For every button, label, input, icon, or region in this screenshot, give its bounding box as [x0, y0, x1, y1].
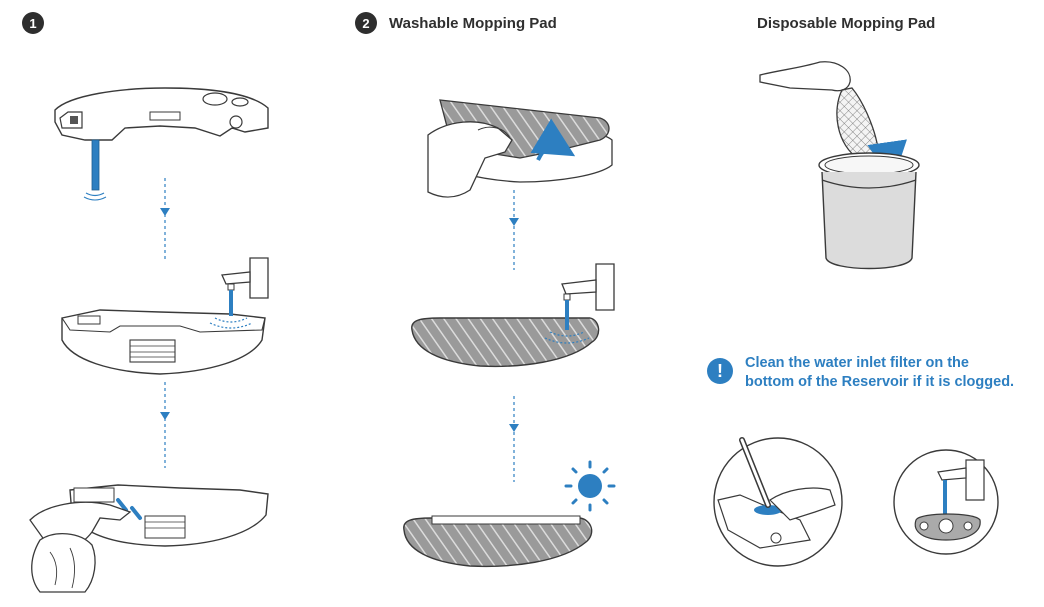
step-2-badge: 2 [355, 12, 377, 34]
washable-pad-heading: Washable Mopping Pad [389, 15, 557, 32]
pad-remove [427, 99, 613, 198]
faucet-icon [221, 257, 269, 299]
filter-note-line-1: Clean the water inlet filter on the [745, 355, 969, 371]
reservoir-rinse [61, 257, 269, 375]
disposable-pad-heading: Disposable Mopping Pad [757, 15, 936, 32]
pad-dry [403, 515, 593, 568]
filter-rinse-detail [893, 449, 999, 555]
step-1-badge: 1 [22, 12, 44, 34]
filter-note-line-2: bottom of the Reservoir if it is clogged… [745, 374, 1015, 390]
reservoir-remove-filter [54, 87, 269, 201]
reservoir-wipe [29, 484, 269, 593]
disposable-pad-discard [759, 61, 920, 270]
faucet-icon [561, 263, 615, 311]
filter-note: Clean the water inlet filter on the bott… [745, 354, 1014, 392]
exclamation-icon: ! [707, 358, 733, 384]
sun-icon [564, 460, 616, 512]
filter-brush-detail [713, 437, 843, 567]
pad-rinse [411, 263, 615, 368]
faucet-icon [937, 459, 985, 501]
